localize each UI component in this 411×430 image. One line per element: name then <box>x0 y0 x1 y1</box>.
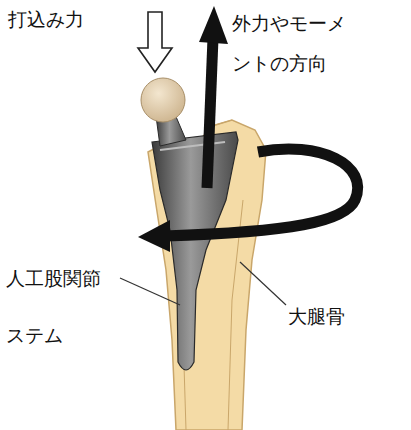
moment-label: 外力やモーメ ントの方向 <box>232 4 354 84</box>
femoral-head <box>141 78 185 122</box>
force-arrowhead <box>199 6 228 44</box>
moment-arrowhead <box>138 220 170 252</box>
force-arrow <box>207 38 213 188</box>
leader-line <box>240 262 286 305</box>
hip-stem <box>152 132 238 370</box>
force-label: 打込み力 <box>8 8 118 31</box>
leader-line <box>120 278 180 305</box>
stem-label: 人工股関節 ステム <box>6 250 116 364</box>
moment-arrow <box>165 149 358 236</box>
impaction-arrow <box>138 12 172 72</box>
femur-label: 大腿骨 <box>288 305 368 328</box>
